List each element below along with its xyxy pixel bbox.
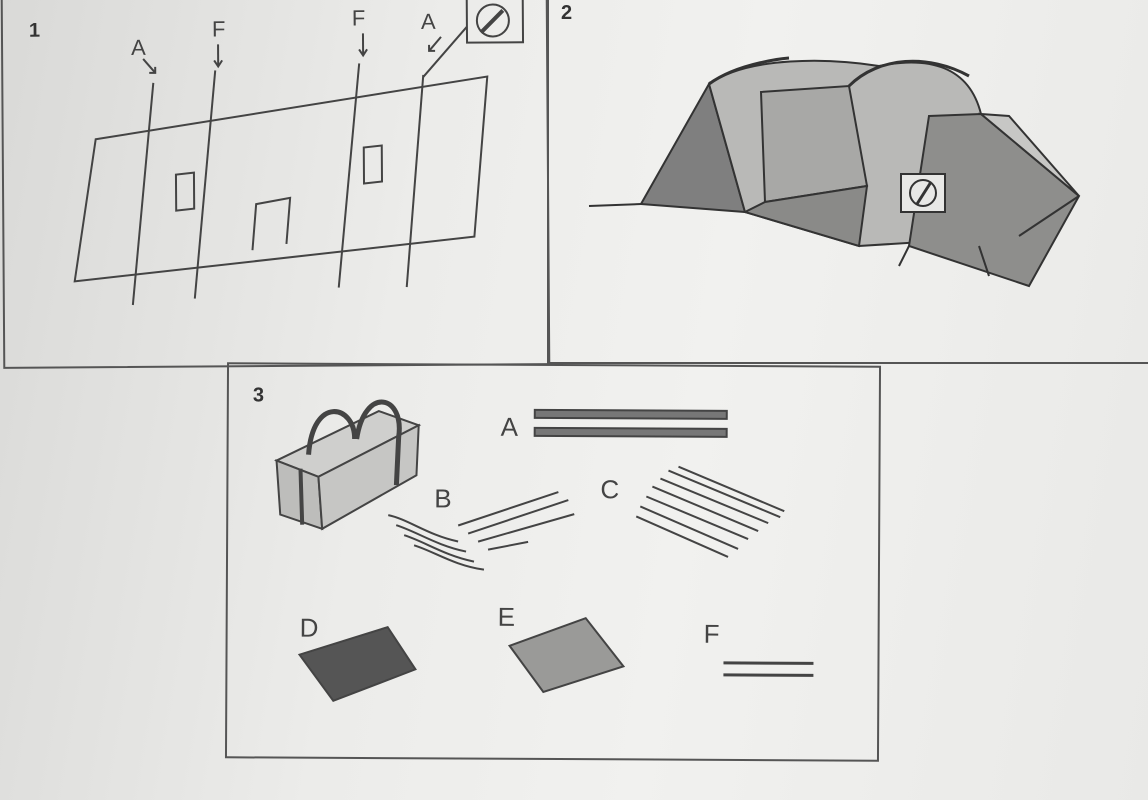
pouch-e-icon [507,616,626,694]
guy-ropes-b-icon [388,491,575,571]
carry-bag-icon [274,399,422,531]
arrow-a-left [142,58,156,74]
poles-a-icon [533,408,728,438]
arrow-a-right [428,36,442,52]
tent-layout-diagram [73,0,525,306]
pouch-d-icon [297,625,417,703]
clip-detail-icon [475,3,510,38]
window-left [174,171,196,212]
detail-callout-box [465,0,525,44]
parts-list-illustration [274,399,814,703]
step-3-panel: 3 A B C D E F [224,362,882,762]
window-right [362,144,384,185]
pole-a-right [405,74,425,288]
pole-a-left [131,82,155,306]
pole-f-right [337,63,361,288]
rods-f-icon [723,661,814,677]
tent-floor-outline [73,75,489,283]
assembled-tent-illustration [588,56,1081,288]
pegs-c-icon [635,465,785,558]
step-1-panel: 1 A F F A [0,0,551,369]
door-outline [251,196,292,251]
step-2-panel: 2 [547,0,1148,364]
step-2-number: 2 [561,2,573,24]
pole-f-left [193,70,217,299]
